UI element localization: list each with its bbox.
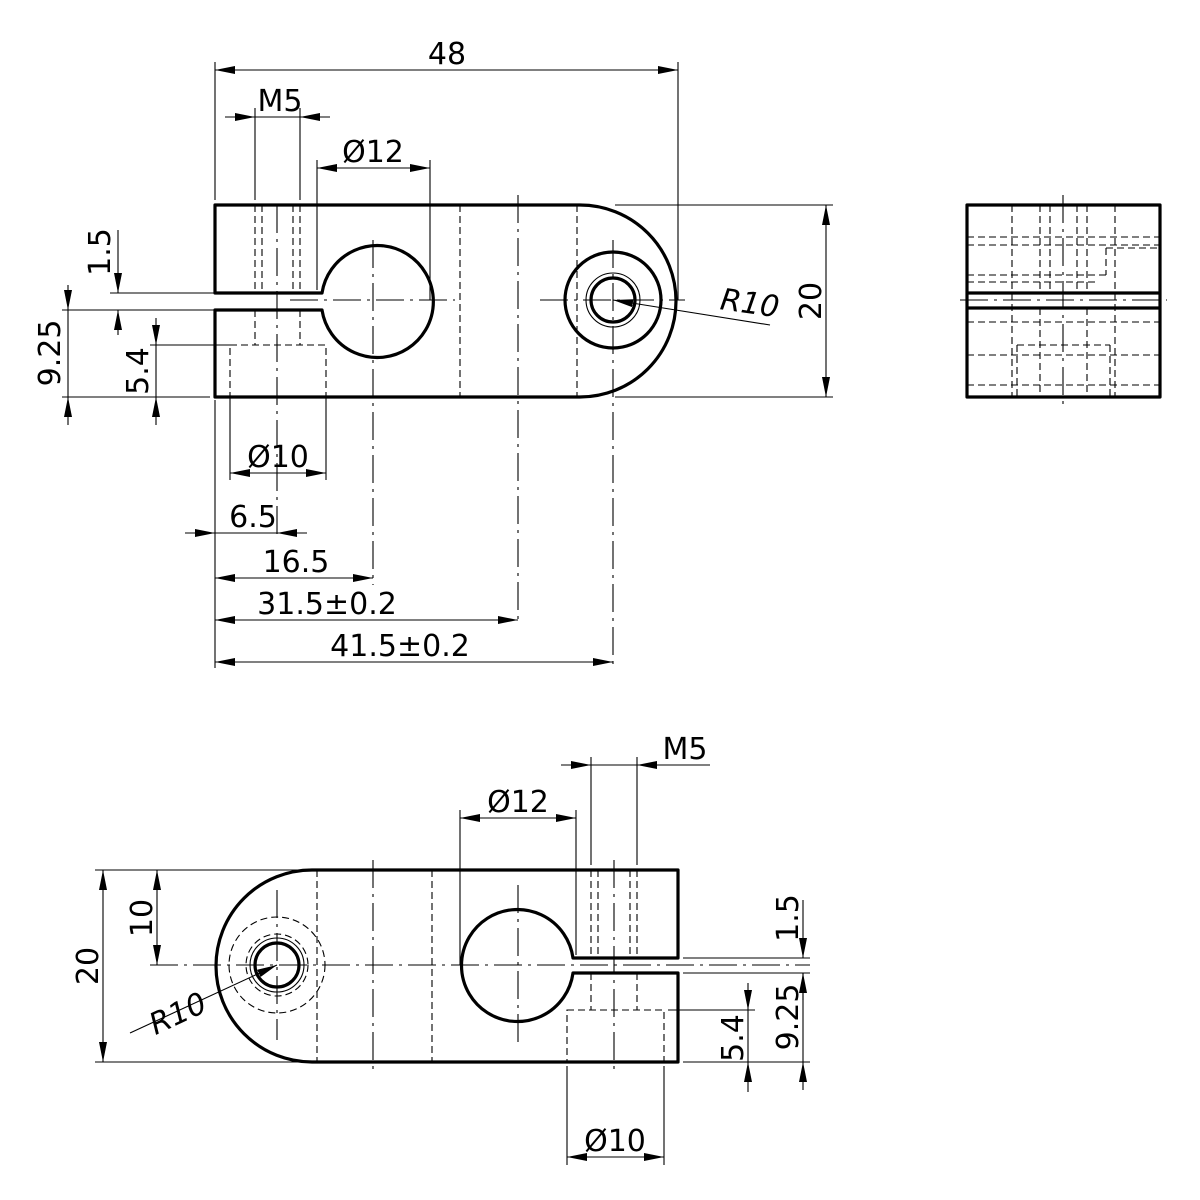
top-view-center-lines xyxy=(276,195,685,665)
dim-thread-pos-label: 6.5 xyxy=(229,500,277,535)
side-view-hidden-lines xyxy=(967,205,1160,397)
dim-slot-height-label: 9.25 xyxy=(33,320,68,387)
dim-radius-bottom-label: R10 xyxy=(144,986,212,1043)
dim-height-bottom-label: 20 xyxy=(71,947,106,985)
dim-m5-bottom-label: M5 xyxy=(663,732,708,767)
dim-slot-width-bottom-label: 1.5 xyxy=(771,894,806,942)
dim-bore-top-label: Ø12 xyxy=(342,135,404,170)
dim-counterbore-depth-label: 5.4 xyxy=(121,347,156,395)
dim-counterbore-dia-bottom-label: Ø10 xyxy=(584,1124,646,1159)
dim-bore-pos-label: 16.5 xyxy=(263,545,330,580)
dim-slot-height-bottom-label: 9.25 xyxy=(771,984,806,1051)
dim-m5-top-label: M5 xyxy=(258,84,303,119)
dim-radius-top-label: R10 xyxy=(718,282,781,325)
bottom-view: M5 Ø12 10 20 R10 1.5 5.4 9.25 xyxy=(71,732,810,1165)
dim-hole-pos-label: 41.5±0.2 xyxy=(330,629,470,664)
dim-48-label: 48 xyxy=(428,37,466,72)
top-view: 48 M5 Ø12 1.5 9.25 5.4 xyxy=(33,37,833,668)
dim-half-height-label: 10 xyxy=(125,899,160,937)
dim-slot-width-label: 1.5 xyxy=(83,228,118,276)
dim-height-top-label: 20 xyxy=(794,282,829,320)
dim-counterbore-depth-bottom-label: 5.4 xyxy=(716,1014,751,1062)
dim-bore-bottom-label: Ø12 xyxy=(487,785,549,820)
side-view xyxy=(960,195,1167,407)
top-view-hidden-lines xyxy=(229,205,578,398)
dim-counterbore-dia-label: Ø10 xyxy=(247,440,309,475)
bottom-view-hidden-lines xyxy=(316,870,665,1063)
top-view-outline xyxy=(213,203,678,399)
dim-center-pos-label: 31.5±0.2 xyxy=(257,587,397,622)
bottom-view-outline xyxy=(214,868,680,1064)
